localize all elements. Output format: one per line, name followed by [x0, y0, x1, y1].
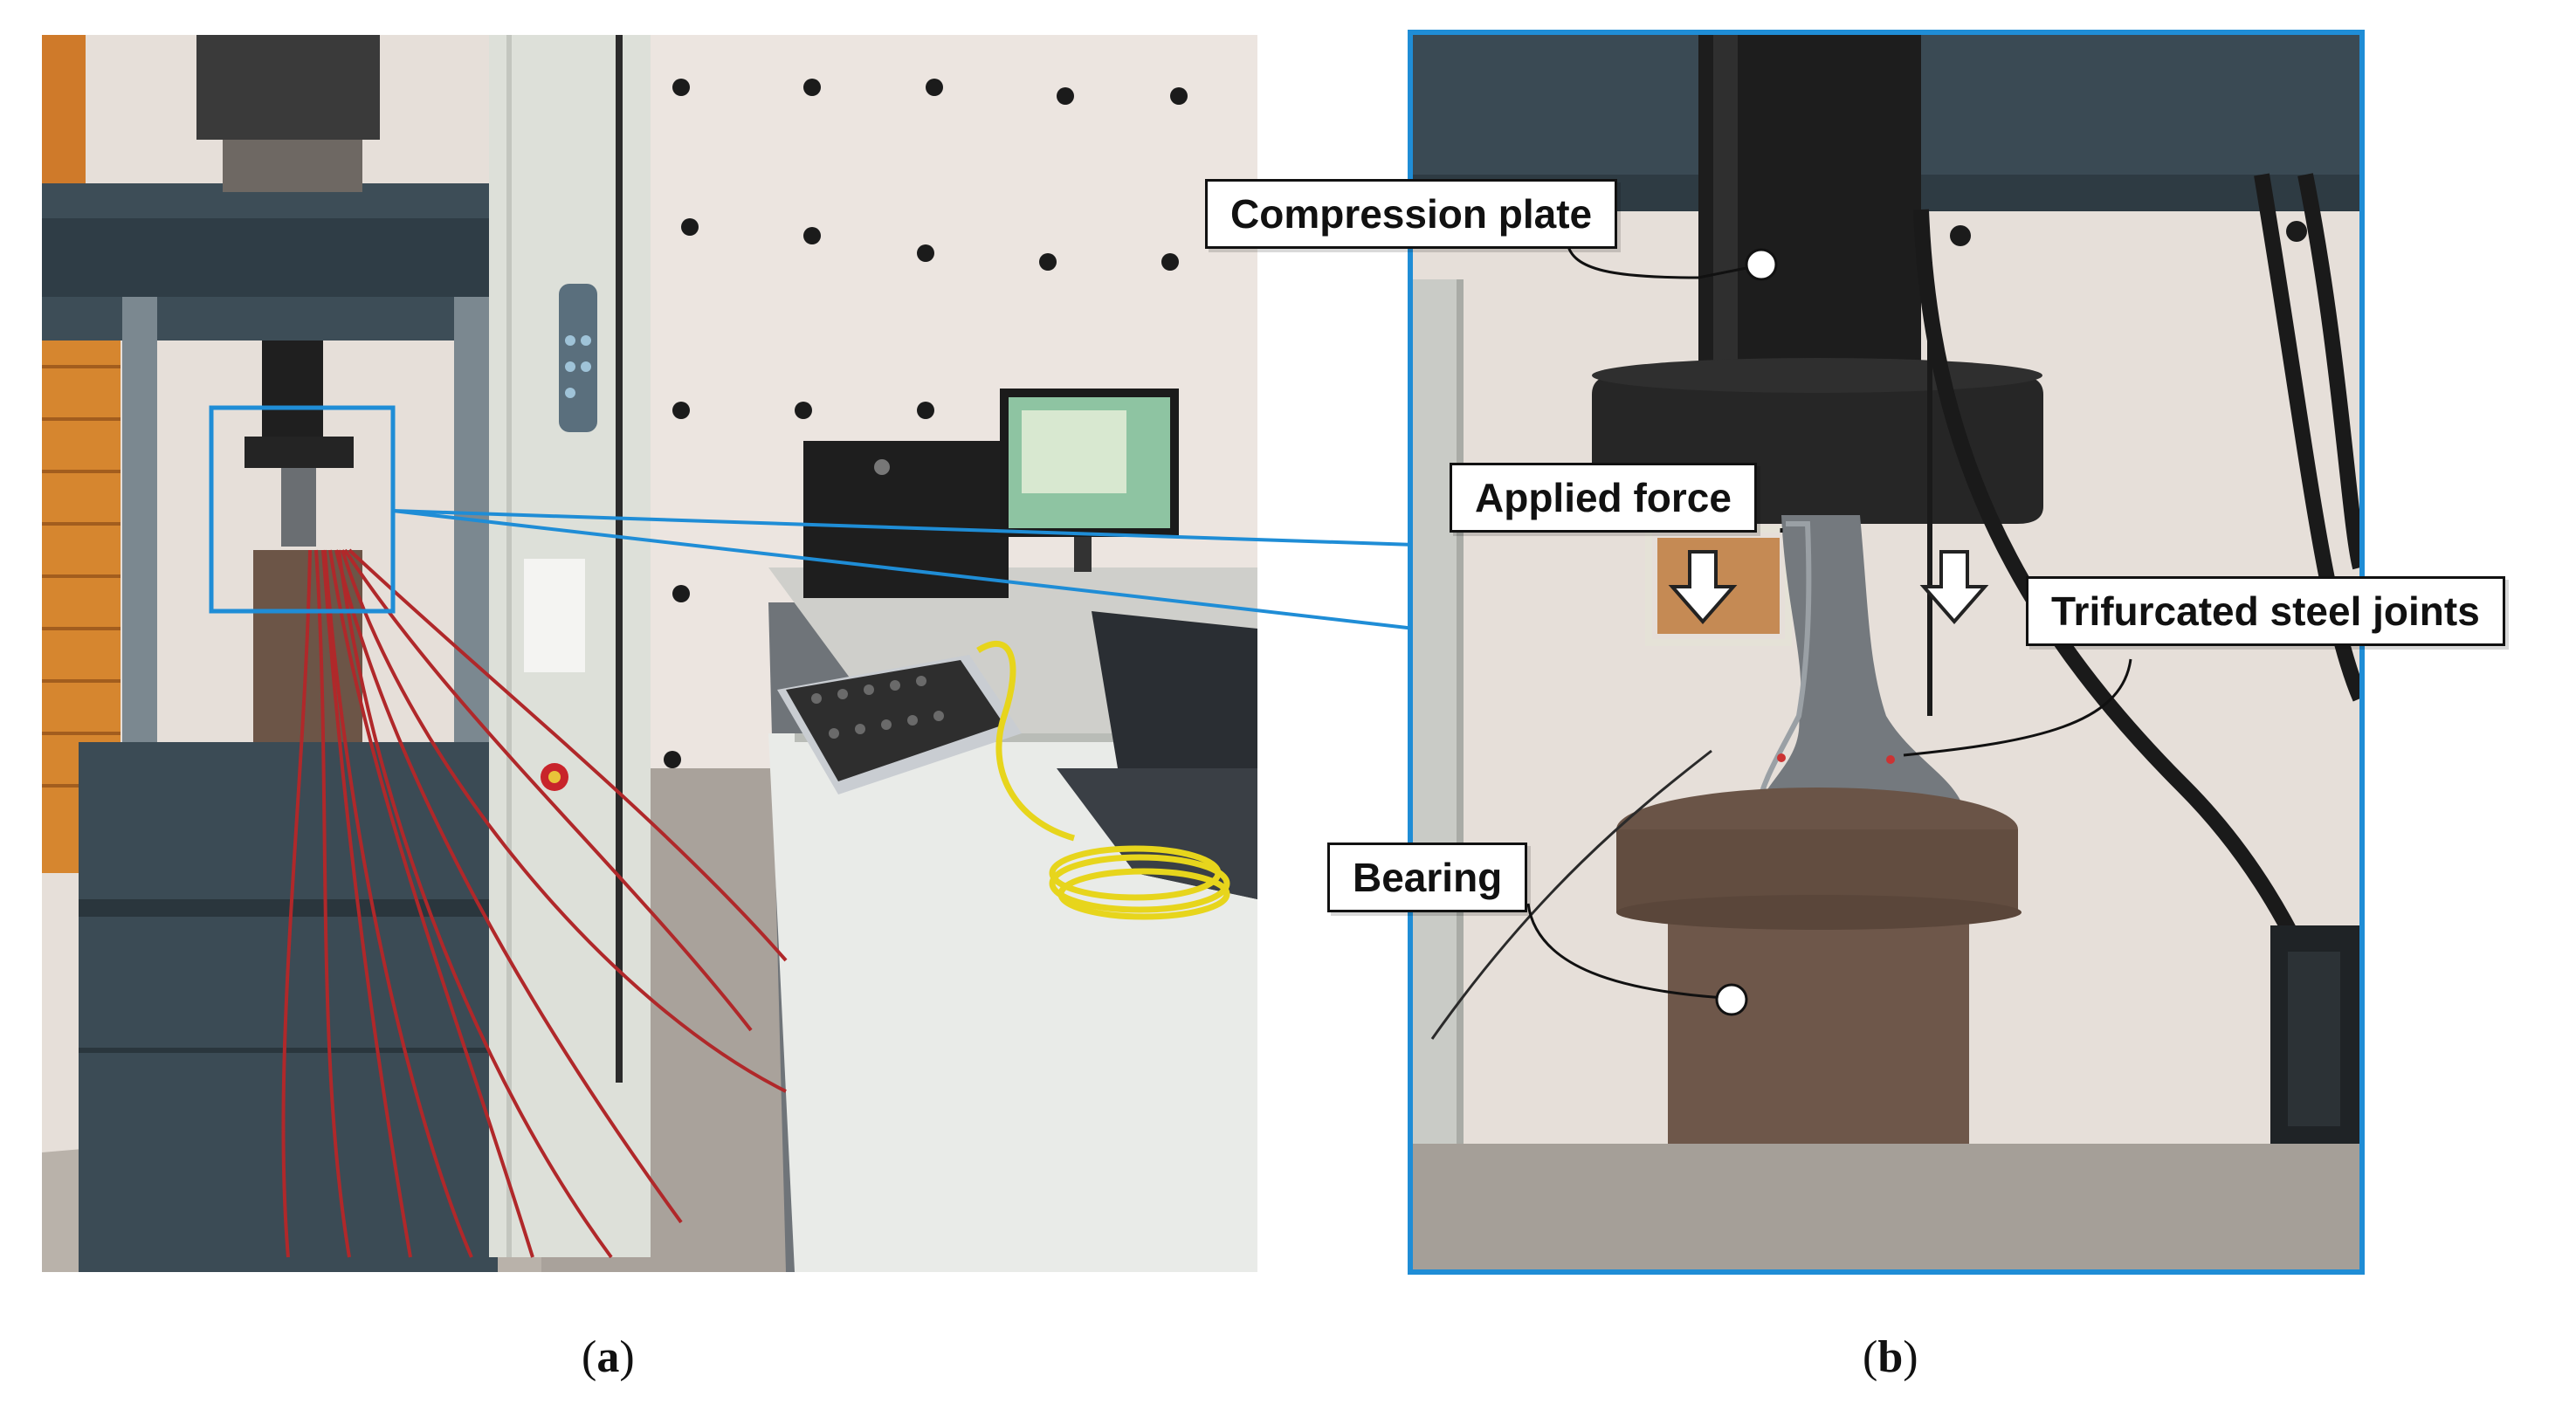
bearing-marker — [1715, 983, 1748, 1016]
bearing-label: Bearing — [1327, 843, 1528, 912]
photo-a — [42, 35, 1257, 1272]
caption-b-letter: b — [1877, 1332, 1904, 1382]
applied-force-label: Applied force — [1450, 463, 1757, 533]
applied-force-arrow-left — [1668, 550, 1738, 625]
caption-a: (a) — [582, 1332, 635, 1382]
trifurcated-steel-joints-label: Trifurcated steel joints — [2026, 576, 2505, 646]
compression-plate-label: Compression plate — [1205, 179, 1618, 249]
zoom-connector-lines — [392, 509, 1415, 630]
applied-force-arrow-right — [1919, 550, 1989, 625]
caption-a-letter: a — [596, 1332, 620, 1382]
leader-lines — [1526, 242, 2132, 1000]
compression-plate-marker — [1745, 248, 1778, 281]
caption-b: (b) — [1863, 1332, 1918, 1382]
